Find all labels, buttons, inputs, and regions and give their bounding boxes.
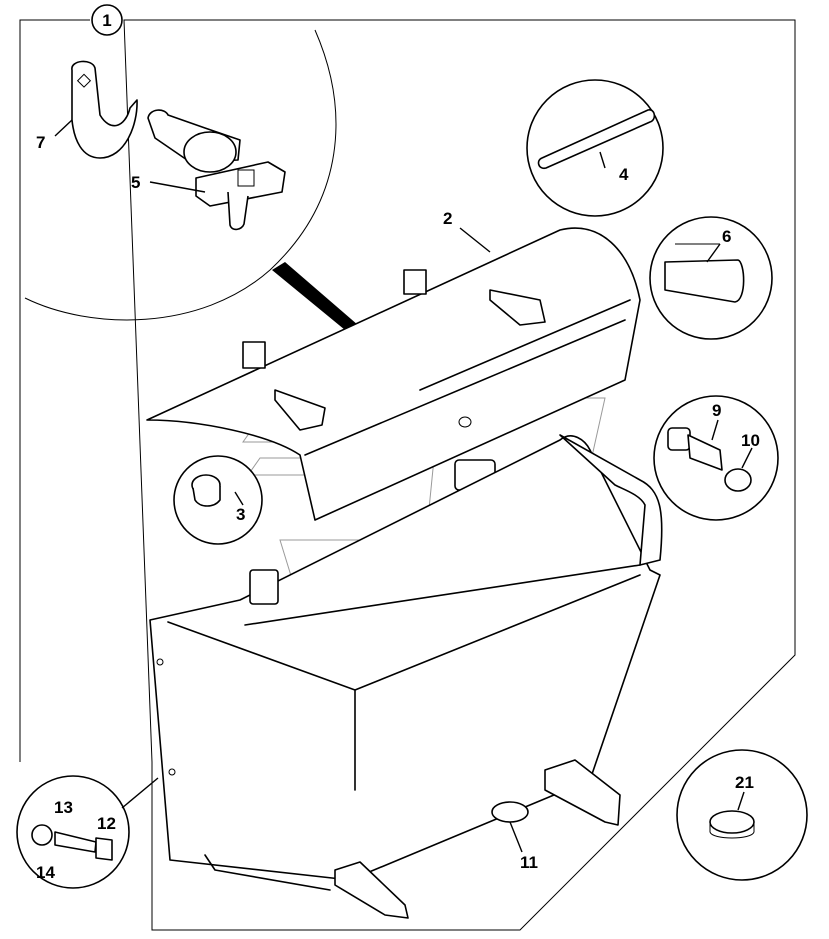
latch-part-5 [147,109,286,231]
inset-part-4 [526,79,664,217]
plug-part-11 [491,801,529,823]
callout-7: 7 [36,133,45,152]
inset-part-6 [649,216,773,340]
callout-21: 21 [735,773,754,792]
callout-6: 6 [722,227,731,246]
callout-1: 1 [91,4,123,36]
inset-parts-9-10 [653,395,779,521]
callout-4: 4 [619,165,629,184]
callout-10: 10 [741,431,760,450]
callout-2: 2 [443,209,452,228]
hook-part-7 [71,60,138,159]
lid-part-2 [146,227,641,521]
callout-5: 5 [131,173,140,192]
leader-lines [54,119,753,853]
callout-3: 3 [236,505,245,524]
svg-text:1: 1 [102,11,111,30]
assembly-boundary [19,19,796,931]
callout-13: 13 [54,798,73,817]
inset-parts-12-14 [16,775,159,889]
callout-11: 11 [520,853,538,872]
inset-part-3 [173,455,263,545]
callout-14: 14 [36,863,55,882]
storage-box-body [149,434,663,919]
inset-part-21 [676,749,808,881]
callout-9: 9 [712,401,721,420]
callout-12: 12 [97,814,116,833]
